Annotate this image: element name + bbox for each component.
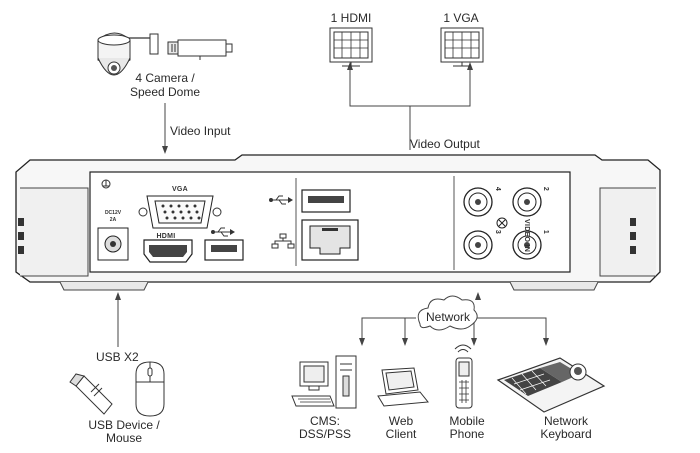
- mobile-phone-label-line1: Mobile: [449, 414, 485, 428]
- mobile-phone-icon: [454, 344, 473, 409]
- network-keyboard-label-line1: Network: [543, 414, 589, 428]
- bnc-number-1: 1: [542, 229, 550, 235]
- vga-output-label: 1 VGA: [443, 11, 479, 25]
- bullet-camera-icon: [167, 39, 233, 60]
- mobile-phone-label-line2: Phone: [449, 427, 485, 441]
- camera-label-line2: Speed Dome: [129, 85, 201, 99]
- cms-label-line2: DSS/PSS: [298, 427, 352, 441]
- mouse-icon: [135, 361, 165, 417]
- power-label-line1: DC12V: [104, 210, 122, 216]
- bnc-number-4: 4: [494, 186, 502, 192]
- hdmi-port-label: HDMI: [156, 233, 176, 240]
- network-symbol-icon: [271, 233, 295, 249]
- usb-symbol-icon: [269, 195, 293, 205]
- keyboard-icon: [496, 357, 606, 413]
- usb-stick-icon: [69, 373, 113, 415]
- ground-icon: [101, 179, 111, 189]
- cloud-icon: [417, 295, 478, 331]
- connection-lines: [115, 62, 549, 347]
- cms-label-line1: CMS:: [310, 414, 340, 428]
- monitor-icon: [329, 27, 373, 67]
- usb-device-label-line2: Mouse: [105, 431, 143, 445]
- monitor-icon: [440, 27, 484, 67]
- laptop-icon: [377, 367, 429, 407]
- power-label-line2: 2A: [109, 217, 117, 223]
- vga-port-label: VGA: [171, 186, 189, 193]
- vga-port: [138, 195, 222, 229]
- usb-x2-label: USB X2: [96, 350, 139, 364]
- web-client-label-line1: Web: [388, 414, 414, 428]
- usb-symbol-icon: [211, 227, 235, 237]
- video-in-port-label: VIDEO IN: [523, 219, 530, 253]
- bnc-video-inputs: [463, 187, 542, 260]
- desktop-pc-icon: [291, 355, 357, 409]
- nvr-device: [15, 154, 661, 291]
- bnc-number-2: 2: [542, 186, 550, 192]
- hdmi-output-label: 1 HDMI: [330, 11, 372, 25]
- usb-port-rear: [301, 189, 351, 213]
- network-label: Network: [425, 310, 471, 324]
- speed-dome-camera-icon: [97, 32, 159, 76]
- ethernet-port: [301, 219, 359, 261]
- hdmi-port: [143, 239, 193, 263]
- usb-device-label-line1: USB Device /: [88, 418, 160, 432]
- network-keyboard-label-line2: Keyboard: [540, 427, 592, 441]
- camera-label-line1: 4 Camera /: [135, 71, 195, 85]
- web-client-label-line2: Client: [385, 427, 417, 441]
- usb-port-front: [204, 239, 244, 261]
- video-input-label: Video Input: [170, 124, 231, 138]
- bnc-number-3: 3: [494, 229, 502, 235]
- video-output-label: Video Output: [410, 137, 480, 151]
